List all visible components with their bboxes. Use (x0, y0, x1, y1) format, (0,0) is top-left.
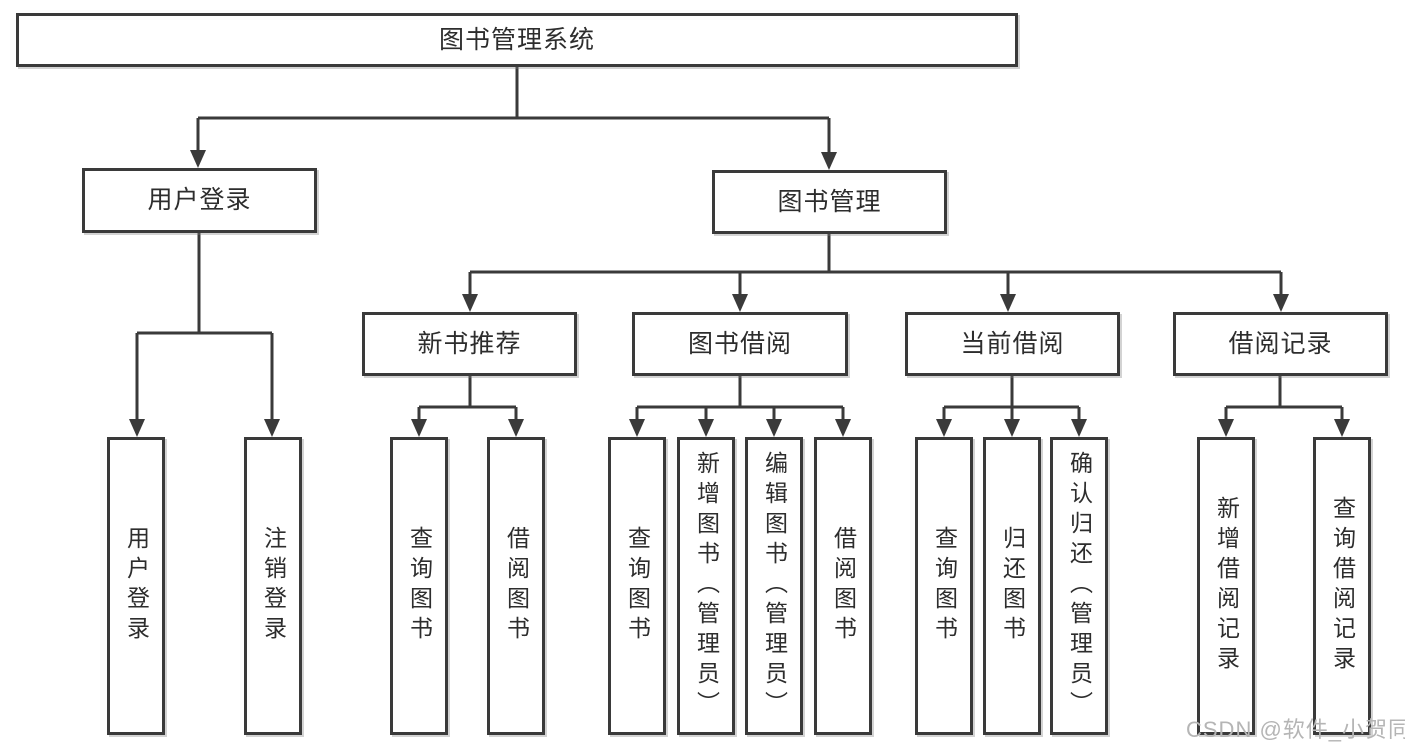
leaf-return-books-label: 归还图书 (999, 526, 1026, 646)
leaf-add-books-admin-label: 新增图书（管理员） (693, 451, 720, 721)
arrowheads (129, 150, 1350, 437)
leaf-logout-label: 注销登录 (260, 526, 287, 646)
node-new-book-recommend-label: 新书推荐 (417, 329, 522, 358)
node-borrowing-records: 借阅记录 (1173, 312, 1388, 376)
node-book-borrowing-label: 图书借阅 (687, 329, 792, 358)
node-current-borrowing: 当前借阅 (905, 312, 1120, 376)
leaf-edit-books-admin-label: 编辑图书（管理员） (761, 451, 788, 721)
leaf-edit-books-admin: 编辑图书（管理员） (745, 437, 803, 735)
leaf-add-borrow-record: 新增借阅记录 (1197, 437, 1255, 735)
node-new-book-recommend: 新书推荐 (362, 312, 577, 376)
node-root: 图书管理系统 (16, 13, 1018, 67)
leaf-logout: 注销登录 (244, 437, 302, 735)
node-user-login-label: 用户登录 (147, 186, 252, 214)
node-borrowing-records-label: 借阅记录 (1228, 329, 1333, 358)
leaf-query-books-2: 查询图书 (608, 437, 666, 735)
leaf-user-login-label: 用户登录 (123, 526, 150, 646)
leaf-query-books-2-label: 查询图书 (624, 526, 651, 646)
leaf-borrow-books-2-label: 借阅图书 (830, 526, 857, 646)
leaf-query-borrow-record-label: 查询借阅记录 (1329, 496, 1356, 676)
watermark: CSDN @软件_小贺同学 (1186, 717, 1405, 742)
node-book-borrowing: 图书借阅 (632, 312, 848, 376)
leaf-query-books-1-label: 查询图书 (406, 526, 433, 646)
leaf-return-books: 归还图书 (983, 437, 1041, 735)
node-book-management-label: 图书管理 (777, 187, 882, 216)
leaf-borrow-books-2: 借阅图书 (814, 437, 872, 735)
leaf-query-borrow-record: 查询借阅记录 (1313, 437, 1371, 735)
node-current-borrowing-label: 当前借阅 (960, 329, 1065, 358)
leaf-add-books-admin: 新增图书（管理员） (677, 437, 735, 735)
leaf-query-books-3-label: 查询图书 (931, 526, 958, 646)
leaf-query-books-1: 查询图书 (390, 437, 448, 735)
leaf-user-login: 用户登录 (107, 437, 165, 735)
node-book-management: 图书管理 (712, 170, 947, 234)
leaf-borrow-books-1-label: 借阅图书 (503, 526, 530, 646)
leaf-query-books-3: 查询图书 (915, 437, 973, 735)
node-root-label: 图书管理系统 (438, 25, 595, 54)
node-user-login: 用户登录 (82, 168, 317, 233)
leaf-borrow-books-1: 借阅图书 (487, 437, 545, 735)
leaf-add-borrow-record-label: 新增借阅记录 (1213, 496, 1240, 676)
leaf-confirm-return-admin-label: 确认归还（管理员） (1066, 451, 1093, 721)
leaf-confirm-return-admin: 确认归还（管理员） (1050, 437, 1108, 735)
